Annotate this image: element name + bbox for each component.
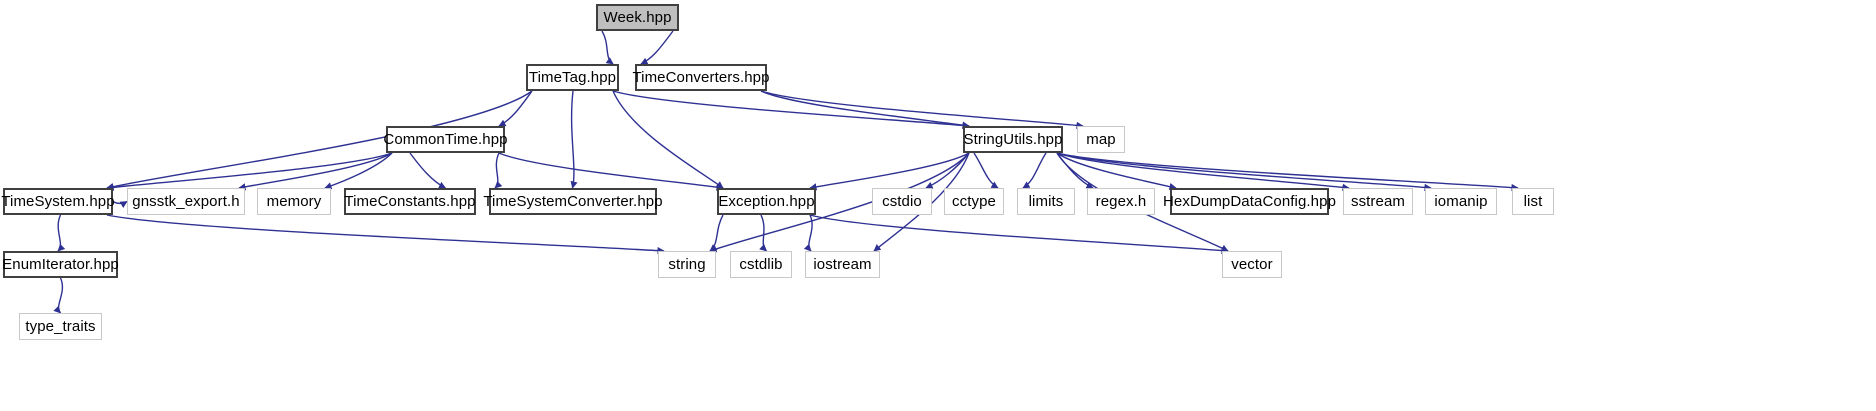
edge-stringutils-to-iomanip [1056,152,1432,192]
graph-node-iostream[interactable]: iostream [805,251,880,278]
graph-node-label: cstdlib [739,256,783,273]
graph-node-label: memory [266,193,322,210]
edge-commontime-to-gnsstk_export [238,152,393,191]
graph-node-label: gnsstk_export.h [132,193,240,210]
graph-node-label: regex.h [1095,193,1147,210]
graph-node-label: string [668,256,706,273]
graph-node-iomanip[interactable]: iomanip [1425,188,1497,215]
graph-node-label: Week.hpp [603,9,672,26]
graph-node-regexh[interactable]: regex.h [1087,188,1155,215]
graph-node-label: iomanip [1434,193,1488,210]
edge-stringutils-to-exception [809,152,970,191]
graph-node-label: cstdio [882,193,922,210]
edge-timesystem-to-gnsstk_export [112,200,128,208]
graph-node-timetag[interactable]: TimeTag.hpp [526,64,619,91]
graph-node-label: Exception.hpp [718,193,815,210]
edge-commontime-to-timesystemconverter [494,152,503,189]
edge-week-to-timetag [601,30,614,65]
graph-node-label: TimeConstants.hpp [344,193,476,210]
graph-node-type_traits[interactable]: type_traits [19,313,102,340]
graph-node-label: type_traits [25,318,96,335]
graph-node-sstream[interactable]: sstream [1343,188,1413,215]
graph-node-list[interactable]: list [1512,188,1554,215]
edge-timetag-to-timesystemconverter [570,90,578,189]
graph-node-label: StringUtils.hpp [963,131,1063,148]
graph-node-timeconverters[interactable]: TimeConverters.hpp [632,64,770,91]
graph-node-memory[interactable]: memory [257,188,331,215]
graph-node-hexdump[interactable]: HexDumpDataConfig.hpp [1163,188,1336,215]
graph-node-exception[interactable]: Exception.hpp [717,188,816,215]
graph-node-label: EnumIterator.hpp [2,256,119,273]
graph-node-enumiterator[interactable]: EnumIterator.hpp [2,251,119,278]
graph-node-label: map [1086,131,1116,148]
graph-node-cstdlib[interactable]: cstdlib [730,251,792,278]
graph-node-timesystem[interactable]: TimeSystem.hpp [1,188,115,215]
graph-node-timesystemconverter[interactable]: TimeSystemConverter.hpp [483,188,663,215]
edge-enumiterator-to-type_traits [53,277,64,314]
graph-node-week[interactable]: Week.hpp [596,4,679,31]
edge-stringutils-to-cstdio [925,152,970,189]
edge-stringutils-to-list [1056,152,1519,192]
edge-timetag-to-commontime [498,90,533,127]
edge-stringutils-to-cctype [973,152,999,189]
edge-timetag-to-exception [612,90,724,189]
graph-node-vector[interactable]: vector [1222,251,1282,278]
edge-exception-to-vector [809,214,1229,255]
edge-stringutils-to-sstream [1056,152,1350,191]
graph-node-cctype[interactable]: cctype [944,188,1004,215]
graph-node-label: cctype [952,193,996,210]
graph-node-label: TimeSystem.hpp [1,193,115,210]
edge-stringutils-to-hexdump [1056,152,1177,191]
graph-node-map[interactable]: map [1077,126,1125,153]
graph-node-stringutils[interactable]: StringUtils.hpp [963,126,1063,153]
graph-node-limits[interactable]: limits [1017,188,1075,215]
graph-node-label: vector [1231,256,1273,273]
edge-timesystem-to-string [106,214,665,255]
graph-node-cstdio[interactable]: cstdio [872,188,932,215]
edge-timesystem-to-enumiterator [57,214,66,252]
graph-node-commontime[interactable]: CommonTime.hpp [383,126,508,153]
edge-timeconverters-to-stringutils [760,90,970,129]
edge-stringutils-to-limits [1022,152,1047,189]
edge-exception-to-cstdlib [759,214,768,252]
edge-stringutils-to-regexh [1056,152,1094,189]
edge-exception-to-string [709,214,724,252]
edge-week-to-timeconverters [640,30,674,65]
graph-node-label: iostream [813,256,872,273]
graph-node-gnsstk_export[interactable]: gnsstk_export.h [127,188,245,215]
edge-exception-to-iostream [803,214,813,252]
graph-node-label: CommonTime.hpp [383,131,508,148]
graph-node-label: TimeConverters.hpp [632,69,770,86]
graph-node-label: sstream [1350,193,1406,210]
graph-node-timeconstants[interactable]: TimeConstants.hpp [344,188,476,215]
edge-timetag-to-stringutils [612,90,970,130]
graph-node-label: TimeTag.hpp [528,69,617,86]
graph-node-label: list [1523,193,1543,210]
graph-node-label: TimeSystemConverter.hpp [483,193,663,210]
edge-commontime-to-timeconstants [409,152,447,189]
graph-node-string[interactable]: string [658,251,716,278]
graph-node-label: HexDumpDataConfig.hpp [1162,193,1337,210]
edge-commontime-to-timesystem [106,152,393,191]
graph-node-label: limits [1028,193,1064,210]
edge-commontime-to-memory [324,152,393,190]
edge-commontime-to-exception [498,152,724,191]
edge-timeconverters-to-map [760,90,1084,129]
